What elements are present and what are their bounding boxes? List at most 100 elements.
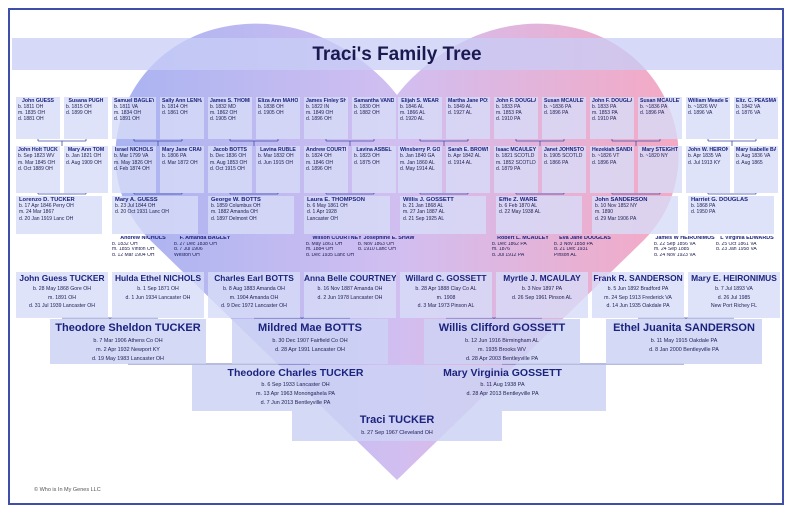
person-event: b. 27 Sep 1967 Cleveland OH	[361, 430, 433, 436]
person-event: d. 1882 OH	[354, 110, 380, 116]
gen7-person-card: Sally Ann LENHARTb. 1814 OHd. 1861 OH	[160, 97, 204, 139]
copyright-note: © Who is In My Genes LLC	[34, 487, 101, 493]
person-event: d. 29 Mar 1906 PA	[595, 215, 637, 222]
person-event: m. 1908	[436, 294, 456, 301]
person-name: George W. BOTTS	[211, 197, 261, 203]
person-event: d. 2 Jun 1978 Lancaster OH	[317, 294, 383, 301]
person-name: Anna Belle COURTNEY	[304, 273, 396, 283]
person-name: Mary Ann TOM	[67, 147, 105, 153]
person-event: b. Jan 1840 GA	[400, 153, 435, 160]
person-event: m. 1890	[595, 209, 614, 216]
person-name: Effie Z. WARE	[499, 197, 538, 203]
person-event: d. 21 Sep 1925 AL	[403, 215, 445, 222]
person-event: d. 26 Sep 1961 Pinson AL	[512, 294, 572, 301]
person-event: d. 1905 OH	[210, 116, 236, 122]
person-event: d. 1905 OH	[258, 110, 284, 116]
person-event: b. 1815 OH	[66, 104, 92, 110]
person-event: b. ~1836 PA	[544, 104, 572, 110]
person-event: d. 1896 OH	[306, 166, 332, 173]
person-event: b. 10 Nov 1852 NY	[595, 203, 638, 210]
title-bar	[12, 38, 782, 70]
person-name: Elijah S. WEAR	[401, 98, 439, 104]
person-name: Mildred Mae BOTTS	[258, 322, 362, 334]
person-name: John SANDERSON	[595, 197, 648, 203]
person-name: Lavina RUBLE	[260, 147, 296, 153]
person-event: d. 1927 AL	[448, 110, 472, 116]
page-title: Traci's Family Tree	[312, 44, 482, 65]
person-event: b. 25 Oct 1861 VA	[716, 241, 757, 247]
person-name: William Meade EDWARDS	[688, 98, 728, 104]
person-event: m. 1866 AL	[400, 110, 426, 116]
person-event: b. 1 Sep 1871 OH	[137, 286, 179, 292]
person-name: Josephine E. SHAW	[363, 236, 415, 241]
person-name: Andrew NICHOLS	[120, 236, 166, 241]
person-name: Lavina ASBEL	[356, 147, 392, 153]
person-name: Winsberry P. GOSSETT	[400, 147, 440, 153]
person-name: Jacob BOTTS	[212, 147, 247, 153]
person-event: d. Aug 1865	[736, 159, 763, 166]
person-event: m. 1935 Brooks WV	[478, 347, 526, 353]
person-event: d. 23 Jan 1958 VA	[716, 247, 757, 253]
person-name: Hulda Ethel NICHOLS	[114, 273, 202, 283]
person-name: Eliz. C. PEASMAKER	[736, 98, 776, 104]
person-name: Laura E. THOMPSON	[307, 197, 365, 203]
person-name: Samuel BAGLEY	[114, 98, 154, 104]
person-event: b. 16 Nov 1887 Amanda OH	[317, 286, 383, 292]
person-event: m. 1884 OH	[306, 247, 333, 253]
person-event: b. Mar 1832 OH	[258, 153, 294, 160]
person-name: Ethel Juanita SANDERSON	[613, 322, 755, 334]
person-name: Israel NICHOLS	[114, 147, 154, 153]
person-name: Andrew COURTNEY	[306, 147, 346, 153]
person-event: m. Mar 1845 OH	[18, 159, 55, 166]
person-event: b. 5 Jun 1892 Bradford PA	[607, 286, 669, 292]
person-name: Susana PUGH	[68, 98, 104, 104]
person-event: d. Jul 1912 PA	[492, 252, 525, 258]
person-event: b. 1811 OH	[18, 104, 44, 110]
person-event: b. 1832 MD	[210, 104, 236, 110]
person-event: b. Mar 1799 VA	[114, 153, 149, 160]
person-name: Martha Jane POSEY	[448, 98, 488, 104]
person-event: m. 24 Sep 1885	[654, 247, 690, 253]
person-name: John W. HEIRONIMUS	[688, 147, 728, 153]
person-name: Mary Isabelle BAGEANT	[736, 147, 776, 153]
person-event: b. 1824 OH	[306, 153, 332, 160]
person-name: Mary STEIGHT	[641, 147, 679, 153]
person-name: Sally Ann LENHART	[162, 98, 202, 104]
person-name: Lorenzo D. TUCKER	[19, 197, 75, 203]
person-event: b. 21 Jan 1868 AL	[403, 203, 444, 210]
person-name: James S. THOMPSON	[210, 98, 250, 104]
person-event: m. 27 Jan 1887 AL	[403, 209, 445, 216]
person-event: b. 23 Jul 1844 OH	[115, 203, 156, 210]
person-event: d. 14 Jun 1935 Oakdale PA	[606, 303, 670, 309]
person-event: d. 8 Jan 2000 Bentleyville PA	[649, 347, 719, 353]
person-event: m. 1852 SCOTLD	[496, 159, 536, 166]
person-name: L Virginia EDWARDS	[720, 236, 774, 241]
person-event: d. 21 Dec 1931	[554, 247, 588, 253]
person-event: b. Jan 1821 OH	[66, 153, 102, 160]
person-event: d. 31 Jul 1939 Lancaster OH	[28, 303, 96, 309]
person-name: Myrtle J. MCAULAY	[503, 273, 581, 283]
